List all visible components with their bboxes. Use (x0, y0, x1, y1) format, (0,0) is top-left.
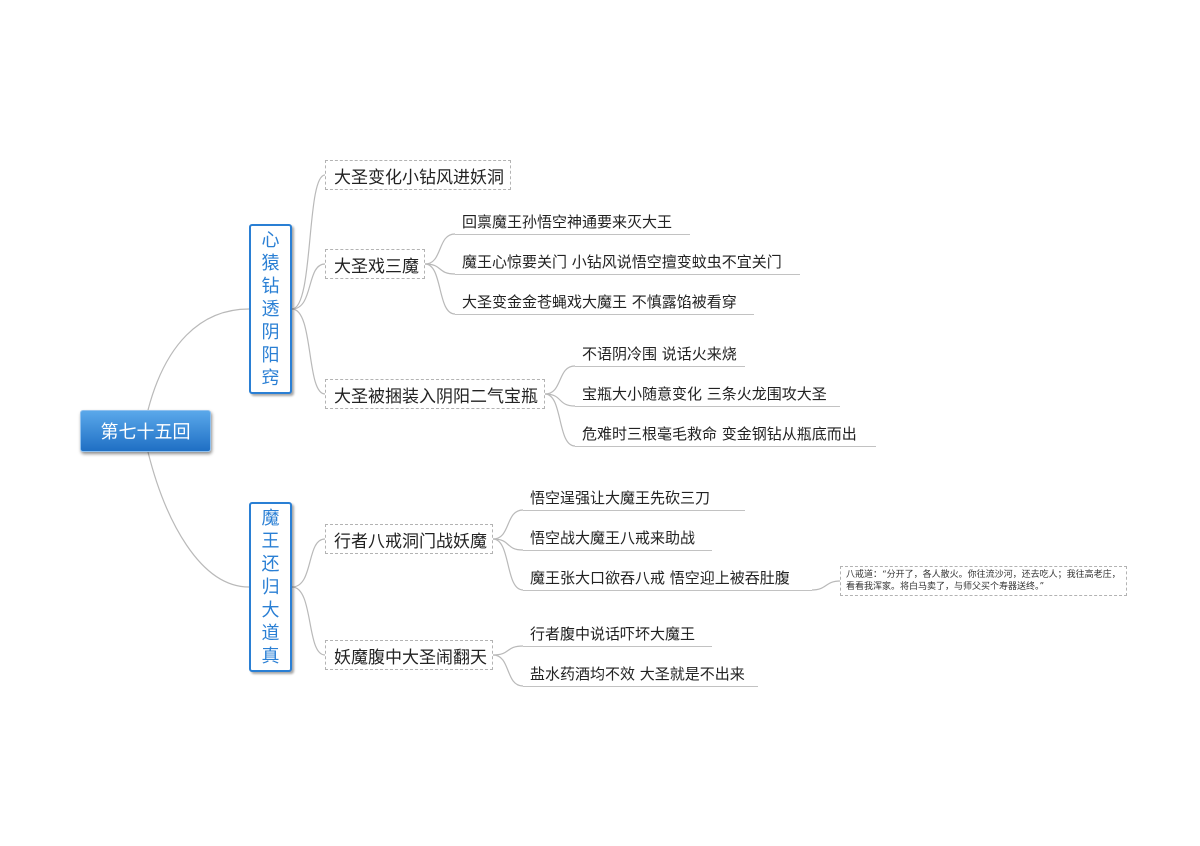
subtopic-item: 悟空战大魔王八戒来助战 (523, 528, 712, 551)
subtopic-item: 魔王张大口欲吞八戒 悟空迎上被吞肚腹 (523, 568, 812, 591)
subtopic-item: 魔王心惊要关门 小钻风说悟空擅变蚊虫不宜关门 (455, 252, 800, 275)
connector-branch-1-to-topic-1 (291, 174, 326, 310)
connector-sub-to-note (811, 580, 841, 591)
connector-topic-2-1-to-sub-2 (492, 538, 524, 551)
connector-topic-1-3-to-sub-3 (544, 393, 576, 447)
connector-root-to-branch-1 (147, 308, 250, 411)
connector-topic-2-2-to-sub-1 (492, 645, 524, 656)
connector-topic-2-2-to-sub-2 (492, 654, 524, 687)
connector-topic-1-3-to-sub-2 (544, 393, 576, 407)
subtopic-item: 大圣变金金苍蝇戏大魔王 不慎露馅被看穿 (455, 292, 754, 315)
topic-node: 行者八戒洞门战妖魔 (325, 524, 493, 554)
subtopic-item: 行者腹中说话吓坏大魔王 (523, 624, 712, 647)
subtopic-item: 宝瓶大小随意变化 三条火龙围攻大圣 (575, 384, 840, 407)
branch-label: 心猿钻透阴阳窍 (261, 229, 280, 389)
connector-branch-2-to-topic-2 (291, 586, 326, 656)
branch-label: 魔王还归大道真 (261, 507, 280, 667)
root-node: 第七十五回 (80, 410, 211, 452)
topic-node: 妖魔腹中大圣闹翻天 (325, 640, 493, 670)
topic-node: 大圣变化小钻风进妖洞 (325, 160, 511, 190)
connector-topic-1-2-to-sub-1 (424, 233, 456, 265)
topic-node: 大圣被捆装入阴阳二气宝瓶 (325, 379, 545, 409)
connector-topic-2-1-to-sub-1 (492, 509, 524, 540)
subtopic-item: 盐水药酒均不效 大圣就是不出来 (523, 664, 758, 687)
quote-note: 八戒道：“分开了，各人散火。你往流沙河，还去吃人；我往高老庄，看看我浑家。将白马… (840, 566, 1127, 596)
connector-topic-1-2-to-sub-2 (424, 263, 456, 275)
connector-topic-2-1-to-sub-3 (492, 538, 524, 591)
subtopic-item: 不语阴冷围 说话火来烧 (575, 344, 745, 367)
branch-node-2: 魔王还归大道真 (249, 502, 292, 672)
subtopic-item: 回禀魔王孙悟空神通要来灭大王 (455, 212, 690, 235)
subtopic-item: 危难时三根毫毛救命 变金钢钻从瓶底而出 (575, 424, 876, 447)
branch-node-1: 心猿钻透阴阳窍 (249, 224, 292, 394)
connector-root-to-branch-2 (147, 451, 250, 588)
topic-node: 大圣戏三魔 (325, 249, 425, 279)
connector-branch-1-to-topic-2 (291, 263, 326, 310)
connector-branch-1-to-topic-3 (291, 308, 326, 395)
connector-topic-1-2-to-sub-3 (424, 263, 456, 315)
subtopic-item: 悟空逞强让大魔王先砍三刀 (523, 488, 745, 511)
connector-topic-1-3-to-sub-1 (544, 365, 576, 395)
connector-branch-2-to-topic-1 (291, 538, 326, 588)
